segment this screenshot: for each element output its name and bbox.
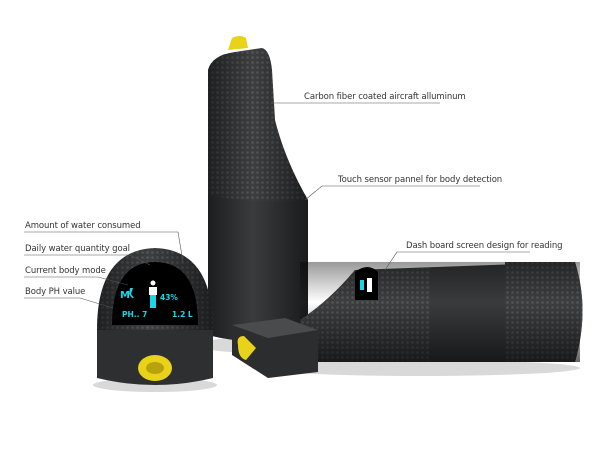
- label-carbon-fiber: Carbon fiber coated aircraft alluminum: [304, 92, 466, 102]
- end-view-bottle: M 43% PH.. 7 1.2 L: [93, 248, 217, 392]
- label-body-mode: Current body mode: [25, 266, 106, 276]
- label-dashboard-screen: Dash board screen design for reading: [406, 241, 563, 251]
- screen-mode: M: [120, 290, 130, 301]
- screen-volume: 1.2 L: [172, 310, 193, 319]
- leader-lines: [24, 102, 530, 309]
- walking-person-icon: [129, 288, 134, 298]
- standing-bottle: [198, 36, 318, 353]
- body-fill-icon: [149, 287, 157, 295]
- label-touch-sensor: Touch sensor pannel for body detection: [338, 175, 503, 185]
- yellow-cap-icon: [228, 36, 248, 50]
- label-daily-goal: Daily water quantity goal: [25, 244, 130, 254]
- screen-percent: 43%: [160, 293, 178, 302]
- screen-ph: PH.. 7: [122, 310, 147, 319]
- label-ph-value: Body PH value: [25, 287, 86, 297]
- label-water-consumed: Amount of water consumed: [25, 221, 141, 231]
- lying-bottle: [232, 262, 583, 378]
